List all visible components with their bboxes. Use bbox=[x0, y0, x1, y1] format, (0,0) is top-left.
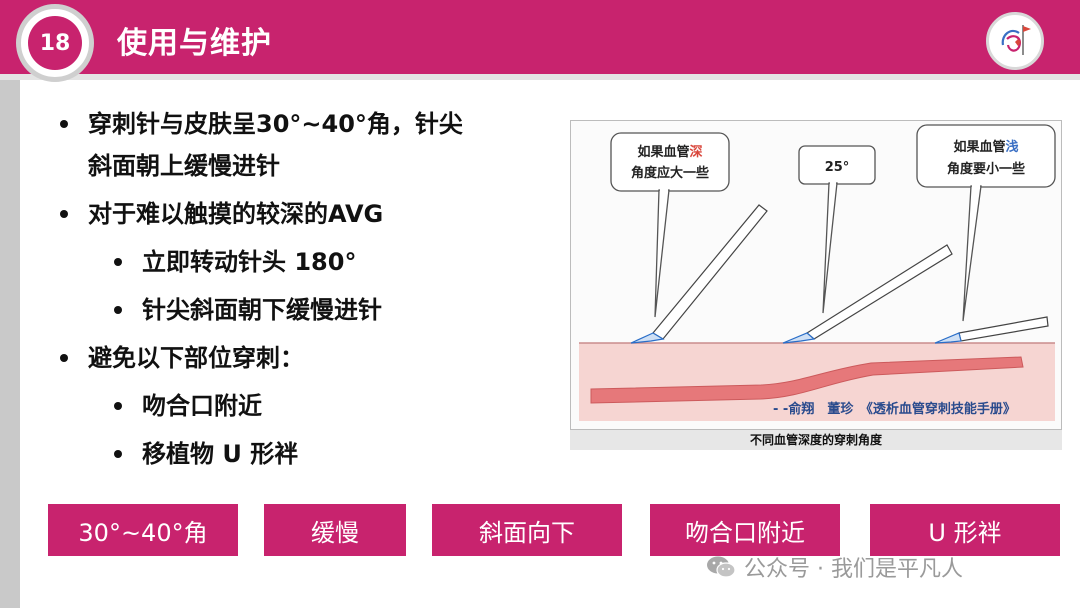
sub-bullet-item: 立即转动针头 180° bbox=[58, 246, 528, 278]
bullet-list: 穿刺针与皮肤呈30°~40°角，针尖 斜面朝上缓慢进针 对于难以触摸的较深的AV… bbox=[58, 108, 528, 470]
page-title: 使用与维护 bbox=[117, 26, 272, 61]
bullet-text: 吻合口附近 bbox=[142, 392, 262, 420]
logo-icon bbox=[1001, 25, 1031, 55]
callout-left: 如果血管深 角度应大一些 bbox=[610, 132, 730, 318]
bullet-text: 对于难以触摸的较深的AVG bbox=[88, 200, 384, 228]
puncture-angle-figure: 如果血管深 角度应大一些 25° 如果血管浅 角度要小一些 - -俞翔 董珍 《… bbox=[570, 120, 1062, 450]
figure-citation: - -俞翔 董珍 《透析血管穿刺技能手册》 bbox=[773, 402, 1016, 417]
bullet-dot bbox=[60, 354, 68, 362]
keyword-button-anastomosis[interactable]: 吻合口附近 bbox=[650, 504, 840, 556]
svg-text:角度应大一些: 角度应大一些 bbox=[631, 165, 709, 181]
bullet-dot bbox=[114, 402, 122, 410]
keyword-button-u-loop[interactable]: U 形袢 bbox=[870, 504, 1060, 556]
keyword-bar: 30°~40°角 缓慢 斜面向下 吻合口附近 U 形袢 bbox=[0, 504, 1080, 556]
figure-caption: 不同血管深度的穿刺角度 bbox=[570, 430, 1062, 450]
bullet-text: 针尖斜面朝下缓慢进针 bbox=[142, 296, 382, 324]
needle-right bbox=[934, 316, 1049, 344]
bullet-dot bbox=[60, 120, 68, 128]
watermark: 公众号 · 我们是平凡人 bbox=[706, 552, 963, 582]
svg-text:角度要小一些: 角度要小一些 bbox=[947, 161, 1025, 177]
keyword-button-angle[interactable]: 30°~40°角 bbox=[48, 504, 238, 556]
sub-bullet-item: 移植物 U 形袢 bbox=[58, 438, 528, 470]
wechat-icon bbox=[707, 556, 736, 578]
bullet-dot bbox=[114, 258, 122, 266]
keyword-button-slow[interactable]: 缓慢 bbox=[264, 504, 406, 556]
bullet-dot bbox=[60, 210, 68, 218]
figure-frame: 如果血管深 角度应大一些 25° 如果血管浅 角度要小一些 - -俞翔 董珍 《… bbox=[570, 120, 1062, 430]
bullet-text: 移植物 U 形袢 bbox=[142, 440, 299, 468]
svg-text:25°: 25° bbox=[825, 160, 850, 175]
keyword-button-bevel-down[interactable]: 斜面向下 bbox=[432, 504, 622, 556]
bullet-dot bbox=[114, 306, 122, 314]
svg-text:如果血管浅: 如果血管浅 bbox=[953, 139, 1018, 155]
slide-number: 18 bbox=[28, 16, 82, 70]
bullet-dot bbox=[114, 450, 122, 458]
callout-right: 如果血管浅 角度要小一些 bbox=[916, 124, 1056, 322]
svg-text:如果血管深: 如果血管深 bbox=[637, 144, 702, 160]
needle-middle bbox=[782, 244, 953, 344]
sub-bullet-item: 针尖斜面朝下缓慢进针 bbox=[58, 294, 528, 326]
bullet-text: 斜面朝上缓慢进针 bbox=[88, 152, 280, 180]
callout-center: 25° bbox=[798, 145, 876, 314]
bullet-item: 对于难以触摸的较深的AVG bbox=[58, 198, 528, 230]
left-accent-bar bbox=[0, 0, 20, 608]
bullet-text: 避免以下部位穿刺： bbox=[88, 344, 304, 372]
bullet-item: 穿刺针与皮肤呈30°~40°角，针尖 斜面朝上缓慢进针 bbox=[58, 108, 528, 182]
logo bbox=[986, 12, 1044, 70]
puncture-diagram: 如果血管深 角度应大一些 25° 如果血管浅 角度要小一些 bbox=[579, 124, 1056, 421]
blood-vessel bbox=[590, 356, 1024, 404]
watermark-text: 公众号 · 我们是平凡人 bbox=[744, 557, 963, 582]
title-bar-underline bbox=[0, 74, 1080, 80]
bullet-text: 穿刺针与皮肤呈30°~40°角，针尖 bbox=[88, 110, 463, 138]
needle-left bbox=[630, 204, 768, 344]
bullet-text: 立即转动针头 180° bbox=[142, 248, 357, 276]
bullet-item: 避免以下部位穿刺： bbox=[58, 342, 528, 374]
sub-bullet-item: 吻合口附近 bbox=[58, 390, 528, 422]
title-bar bbox=[0, 0, 1080, 80]
